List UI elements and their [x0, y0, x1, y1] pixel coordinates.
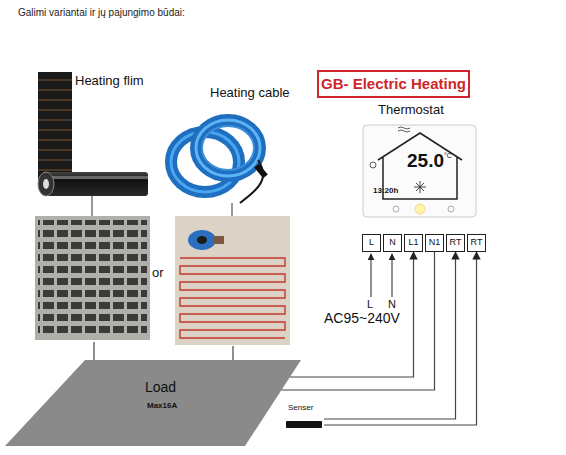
brand-box: GB- Electric Heating [317, 70, 470, 98]
display-time: 13:20h [373, 187, 398, 196]
terminal-name: N [384, 238, 401, 248]
connector-wire [324, 252, 477, 425]
connector-wire [232, 346, 233, 360]
terminal: RT [467, 234, 486, 252]
terminal-name: L [363, 238, 380, 248]
unit-symbol: °C [444, 152, 452, 160]
terminal-name: RT [447, 238, 464, 248]
film-floor-photo [35, 216, 150, 340]
supply-pin: L [367, 298, 373, 310]
floor-sensor: Senser [284, 404, 324, 430]
brand-name: GB- Electric Heating [319, 76, 468, 93]
separator-word: or [152, 266, 164, 280]
terminal-name: L1 [405, 238, 422, 248]
cable-floor-photo [175, 216, 290, 345]
terminal: N [383, 234, 402, 252]
terminal: L1 [404, 234, 423, 252]
max-current: Max16A [147, 402, 177, 411]
device-heading: Thermostat [378, 103, 444, 117]
connector-wire [290, 252, 414, 377]
sensor-probe [286, 421, 322, 428]
terminal: N1 [425, 234, 444, 252]
terminal-name: N1 [426, 238, 443, 248]
load-surface [5, 360, 301, 446]
heating-film: Heating flim [35, 70, 153, 342]
connector-wire [324, 252, 456, 419]
film-roll-picture [38, 72, 148, 196]
cable-coil-picture [171, 120, 268, 203]
heating-cable: Heating cable [172, 86, 294, 346]
product-heading: Heating cable [210, 86, 290, 100]
page-title: Galimi variantai ir jų pajungimo būdai: [18, 7, 185, 18]
terminal-name: RT [468, 238, 485, 248]
load-name: Load [145, 380, 176, 395]
display-temperature: 25.0 [407, 151, 444, 172]
supply-voltage: AC95~240V [324, 311, 400, 326]
thermostat-device [363, 125, 476, 217]
terminal: RT [446, 234, 465, 252]
connector-wire [93, 342, 94, 360]
load-area: LoadMax16A [5, 360, 301, 446]
supply-pin: N [388, 298, 396, 310]
product-heading: Heating flim [75, 74, 144, 88]
sensor-name: Senser [288, 404, 313, 413]
terminal: L [362, 234, 381, 252]
connector-wire [281, 252, 434, 390]
